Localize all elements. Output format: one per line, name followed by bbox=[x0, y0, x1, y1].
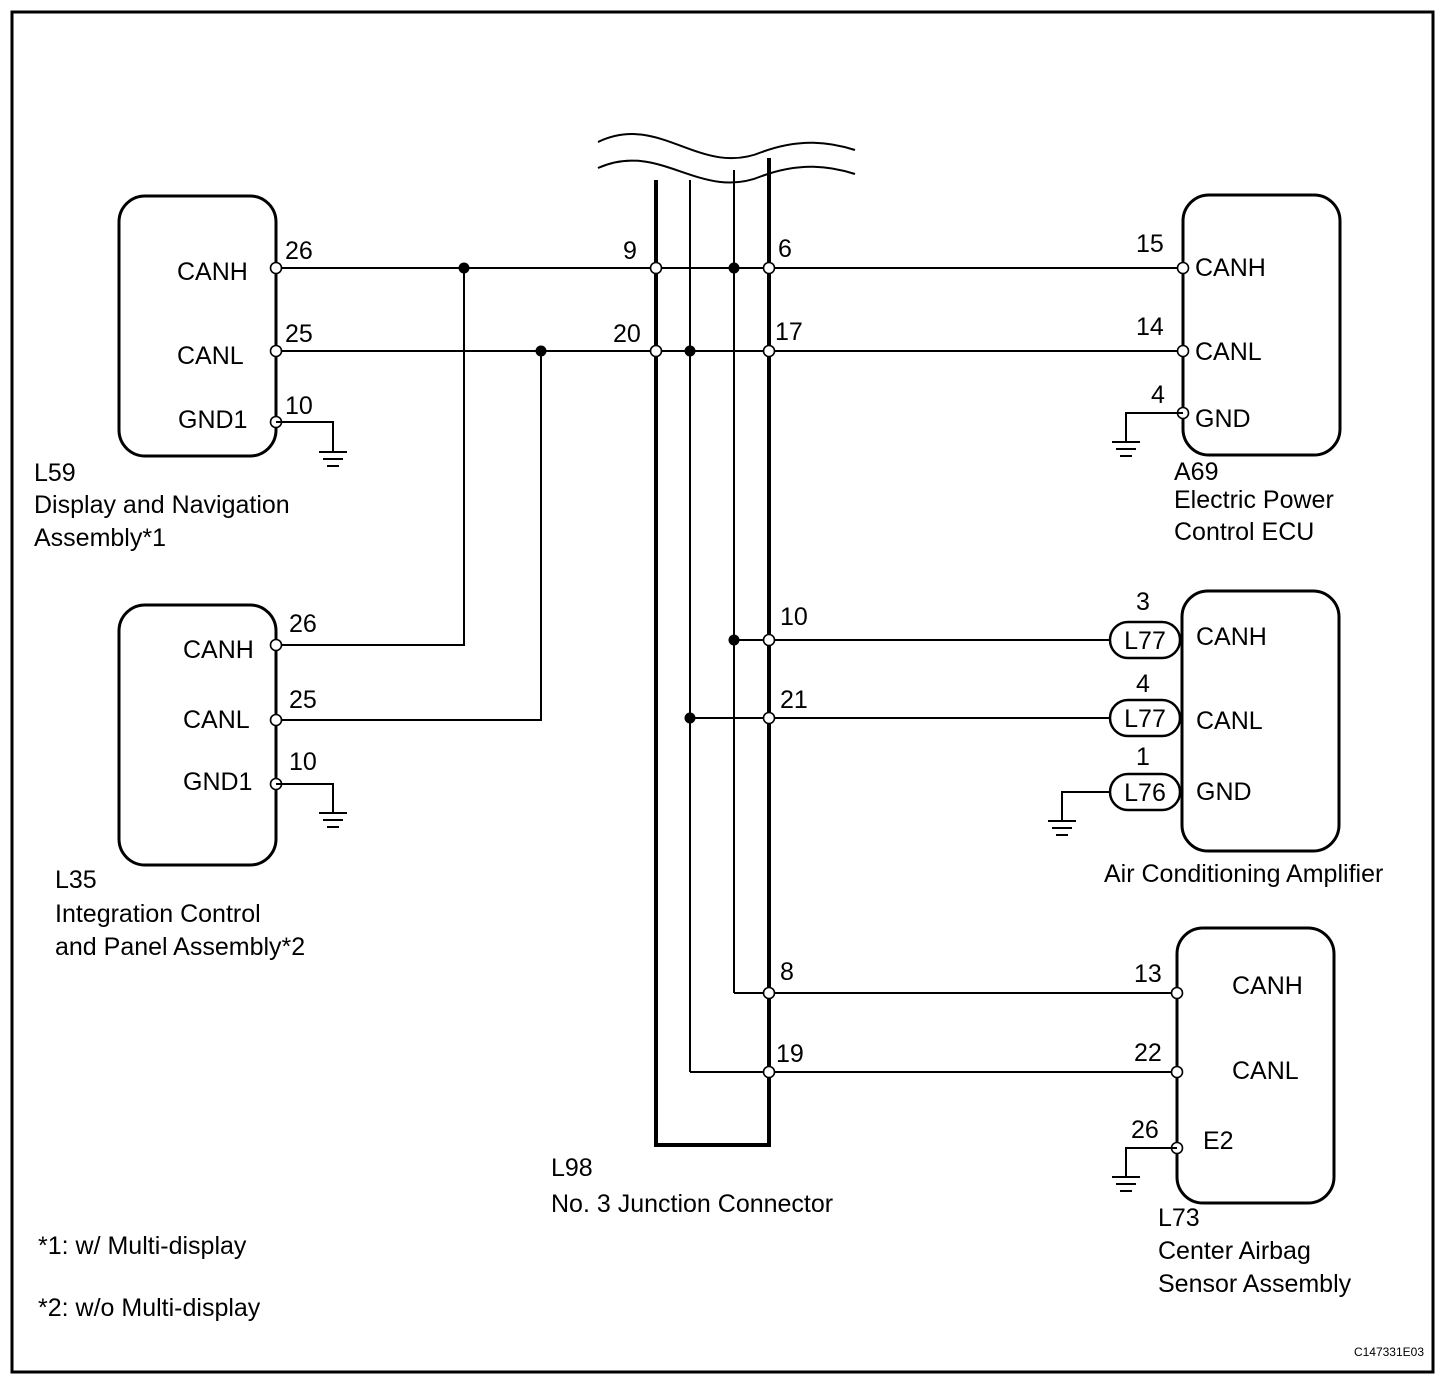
l73-name: Sensor Assembly bbox=[1158, 1270, 1352, 1298]
ac-amp-pin-number: 4 bbox=[1136, 670, 1150, 698]
ground-symbol bbox=[1112, 1147, 1177, 1192]
l35-pin-label: GND1 bbox=[183, 768, 252, 796]
l98-pins: 9 20 6 17 10 21 8 19 L98 No. 3 Junction … bbox=[551, 235, 833, 1218]
ground-symbol bbox=[1048, 791, 1110, 836]
l59-pin-number: 25 bbox=[285, 320, 313, 348]
l35-pin-number: 25 bbox=[289, 686, 317, 714]
l35-integration-control-panel-assembly: CANH CANL GND1 26 25 10 L35 Integration … bbox=[55, 603, 317, 961]
l35-connector-id: L35 bbox=[55, 866, 97, 894]
l73-name: Center Airbag bbox=[1158, 1237, 1311, 1265]
a69-pin-number: 15 bbox=[1136, 230, 1164, 258]
ac-amp-pin-label: GND bbox=[1196, 778, 1252, 806]
l35-pin-number: 10 bbox=[289, 748, 317, 776]
ac-amp-pin-number: 3 bbox=[1136, 588, 1150, 616]
l73-pin-label: CANH bbox=[1232, 972, 1303, 1000]
ac-amp-pin-number: 1 bbox=[1136, 743, 1150, 771]
l35-pin-label: CANL bbox=[183, 706, 250, 734]
diagram-frame bbox=[10, 10, 1435, 1374]
ground-symbol bbox=[276, 421, 347, 467]
l59-pin-number: 10 bbox=[285, 392, 313, 420]
a69-pin-label: CANL bbox=[1195, 338, 1262, 366]
a69-pin-label: CANH bbox=[1195, 254, 1266, 282]
l35-pin-label: CANH bbox=[183, 636, 254, 664]
figure-code: C147331E03 bbox=[1354, 1345, 1424, 1359]
l59-connector-id: L59 bbox=[34, 459, 76, 487]
can-wiring bbox=[276, 267, 1223, 1073]
ac-amp-pin-label: CANL bbox=[1196, 707, 1263, 735]
ac-amp-name: Air Conditioning Amplifier bbox=[1104, 860, 1383, 888]
a69-connector-id: A69 bbox=[1174, 458, 1218, 486]
l73-pin-number: 13 bbox=[1134, 960, 1162, 988]
l98-connector-id: L98 bbox=[551, 1154, 593, 1182]
l59-pin-label: CANL bbox=[177, 342, 244, 370]
l59-pin-label: CANH bbox=[177, 258, 248, 286]
ac-amp-connector-id: L77 bbox=[1124, 627, 1166, 655]
l73-pin-number: 22 bbox=[1134, 1039, 1162, 1067]
l98-pin-number: 6 bbox=[778, 235, 792, 263]
l73-pin-label: E2 bbox=[1203, 1127, 1234, 1155]
footnote: *1: w/ Multi-display bbox=[38, 1232, 247, 1260]
l98-junction-connector bbox=[597, 133, 856, 1147]
splice-points bbox=[458, 262, 740, 724]
l73-pin-number: 26 bbox=[1131, 1116, 1159, 1144]
l35-pin-number: 26 bbox=[289, 610, 317, 638]
l73-center-airbag-sensor-assembly: CANH CANL E2 13 22 26 L73 Center Airbag … bbox=[1131, 926, 1352, 1298]
a69-electric-power-control-ecu: CANH CANL GND 15 14 4 A69 Electric Power… bbox=[1136, 193, 1342, 546]
l98-name: No. 3 Junction Connector bbox=[551, 1190, 833, 1218]
ground-symbol bbox=[1112, 412, 1183, 457]
l73-connector-id: L73 bbox=[1158, 1204, 1200, 1232]
l98-pin-number: 10 bbox=[780, 603, 808, 631]
a69-pin-number: 14 bbox=[1136, 313, 1164, 341]
footnote: *2: w/o Multi-display bbox=[38, 1294, 261, 1322]
a69-name: Electric Power bbox=[1174, 486, 1334, 514]
l98-pin-number: 20 bbox=[613, 320, 641, 348]
a69-pin-number: 4 bbox=[1151, 381, 1165, 409]
l98-pin-number: 8 bbox=[780, 958, 794, 986]
wire-break-symbol bbox=[597, 133, 856, 160]
l35-name: and Panel Assembly*2 bbox=[55, 933, 305, 961]
l59-pin-number: 26 bbox=[285, 237, 313, 265]
l98-pin-number: 9 bbox=[623, 237, 637, 265]
l35-name: Integration Control bbox=[55, 900, 261, 928]
l98-pin-number: 19 bbox=[776, 1040, 804, 1068]
a69-name: Control ECU bbox=[1174, 518, 1314, 546]
l98-pin-number: 21 bbox=[780, 686, 808, 714]
ground-symbol bbox=[276, 783, 347, 828]
l98-pin-number: 17 bbox=[775, 318, 803, 346]
l59-name: Display and Navigation bbox=[34, 491, 290, 519]
l73-pin-label: CANL bbox=[1232, 1057, 1299, 1085]
a69-pin-label: GND bbox=[1195, 405, 1251, 433]
ac-amp-connector-id: L77 bbox=[1124, 705, 1166, 733]
ac-amp-connector-id: L76 bbox=[1124, 779, 1166, 807]
ac-amp-pin-label: CANH bbox=[1196, 623, 1267, 651]
l59-pin-label: GND1 bbox=[178, 406, 247, 434]
l59-name: Assembly*1 bbox=[34, 524, 166, 552]
l59-display-navigation-assembly: CANH CANL GND1 26 25 10 L59 Display and … bbox=[34, 194, 313, 552]
air-conditioning-amplifier: CANH CANL GND L77 L77 L76 3 4 1 Air Cond… bbox=[1104, 588, 1383, 888]
